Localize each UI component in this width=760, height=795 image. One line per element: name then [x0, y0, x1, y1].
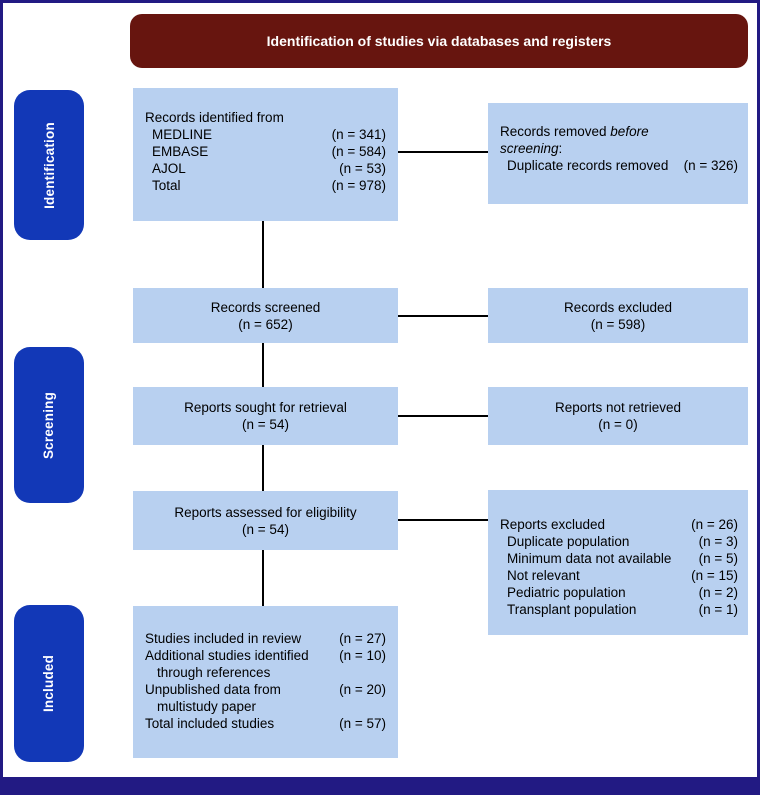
source-row-ajol: AJOL (n = 53): [152, 161, 386, 176]
bottom-bar: [3, 777, 757, 792]
records-excluded-box: Records excluded (n = 598): [488, 288, 748, 343]
included-row: Studies included in review (n = 27): [145, 631, 386, 646]
stage-label-included: Included: [14, 605, 84, 762]
included-row: through references: [157, 665, 271, 680]
reports-excluded-row: Reports excluded (n = 26): [500, 517, 738, 532]
included-row: Additional studies identified (n = 10): [145, 648, 386, 663]
studies-included-box: Studies included in review (n = 27) Addi…: [133, 606, 398, 758]
records-removed-heading: Records removed before screening:: [500, 124, 649, 156]
connector-screened-to-sought: [262, 343, 264, 387]
stage-label-screening: Screening: [14, 347, 84, 503]
reports-assessed-box: Reports assessed for eligibility (n = 54…: [133, 491, 398, 550]
included-row: Unpublished data from (n = 20): [145, 682, 386, 697]
duplicate-records-row: Duplicate records removed (n = 326): [507, 158, 738, 173]
included-row: multistudy paper: [157, 699, 257, 714]
source-row-total: Total (n = 978): [152, 178, 386, 193]
connector-identified-to-removed: [398, 151, 488, 153]
connector-assessed-to-included: [262, 550, 264, 606]
stage-label-identification: Identification: [14, 90, 84, 240]
source-row-embase: EMBASE (n = 584): [152, 144, 386, 159]
connector-screened-to-excluded: [398, 315, 488, 317]
connector-assessed-to-excluded: [398, 519, 488, 521]
records-identified-title: Records identified from: [145, 110, 284, 125]
connector-sought-to-assessed: [262, 445, 264, 491]
stage-screening-text: Screening: [41, 391, 57, 459]
reports-excluded-row: Duplicate population (n = 3): [507, 534, 738, 549]
reports-not-retrieved-box: Reports not retrieved (n = 0): [488, 387, 748, 445]
connector-sought-to-not-retrieved: [398, 415, 488, 417]
reports-excluded-row: Not relevant (n = 15): [507, 568, 738, 583]
reports-sought-box: Reports sought for retrieval (n = 54): [133, 387, 398, 445]
diagram-title-banner: Identification of studies via databases …: [130, 14, 748, 68]
reports-excluded-row: Transplant population (n = 1): [507, 602, 738, 617]
reports-excluded-row: Minimum data not available (n = 5): [507, 551, 738, 566]
records-screened-box: Records screened (n = 652): [133, 288, 398, 343]
reports-excluded-row: Pediatric population (n = 2): [507, 585, 738, 600]
connector-identified-to-screened: [262, 221, 264, 288]
source-row-medline: MEDLINE (n = 341): [152, 127, 386, 142]
included-row: Total included studies (n = 57): [145, 716, 386, 731]
records-removed-box: Records removed before screening: Duplic…: [488, 103, 748, 204]
reports-excluded-box: Reports excluded (n = 26) Duplicate popu…: [488, 490, 748, 635]
stage-identification-text: Identification: [41, 121, 57, 209]
records-identified-box: Records identified from MEDLINE (n = 341…: [133, 88, 398, 221]
diagram-title: Identification of studies via databases …: [266, 33, 612, 49]
stage-included-text: Included: [41, 654, 57, 713]
